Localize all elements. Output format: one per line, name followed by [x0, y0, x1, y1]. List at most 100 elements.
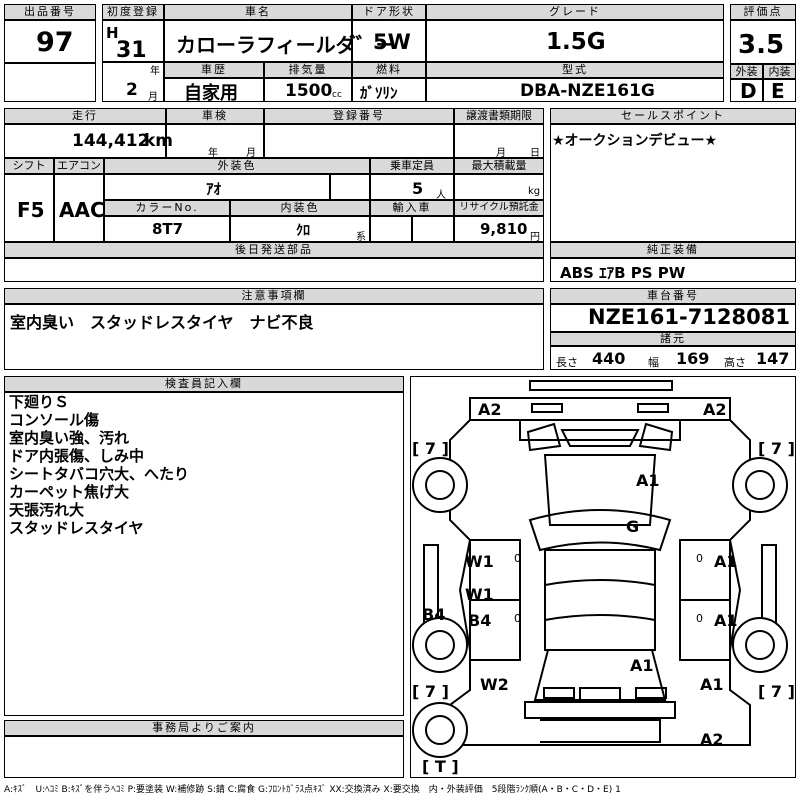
car-name-box — [164, 20, 352, 62]
mark-tire-rear-right: [ 7 ] — [758, 682, 795, 701]
first-registration-month-box — [102, 62, 164, 102]
header-transfer-deadline: 譲渡書類期限 — [454, 108, 544, 124]
inspector-notes-list: 下廻りＳ コンソール傷 室内臭い強、汚れ ドア内張傷、しみ中 シートタバコ穴大、… — [9, 393, 189, 537]
spec-height: 147 — [756, 349, 790, 368]
lot-number: 97 — [36, 27, 74, 58]
svg-text:0: 0 — [514, 552, 521, 565]
header-specs: 諸元 — [550, 332, 796, 346]
genuine-equipment: ABS ｴｱB PS PW — [560, 264, 686, 282]
import-box-b — [412, 216, 454, 242]
score-box — [730, 20, 796, 64]
vehicle-history: 自家用 — [184, 83, 238, 104]
spec-height-label: 高さ — [724, 356, 746, 369]
exterior-score-box — [730, 79, 763, 102]
import-box-a — [370, 216, 412, 242]
transfer-deadline-box — [454, 124, 544, 158]
interior-color-unit: 系 — [356, 232, 366, 243]
header-office-notice: 事務局よりご案内 — [4, 720, 404, 736]
car-name: カローラフィールダ゛ー — [176, 33, 396, 57]
notes-box — [4, 304, 544, 370]
header-recycle-deposit: リサイクル預託金 — [454, 200, 544, 216]
header-selling-points: セールスポイント — [550, 108, 796, 124]
header-inspection: 車検 — [166, 108, 264, 124]
inspector-note: シートタバコ穴大、へたり — [9, 465, 190, 483]
inspector-note: ドア内張傷、しみ中 — [9, 447, 145, 465]
passenger-capacity-unit: 人 — [436, 190, 446, 201]
mileage-unit: km — [144, 131, 174, 151]
inspector-note: 天張汚れ大 — [9, 501, 85, 519]
mark-tire-front-left: [ 7 ] — [412, 439, 449, 458]
header-lot-number: 出品番号 — [4, 4, 96, 20]
spec-width-label: 幅 — [648, 356, 659, 369]
header-first-registration: 初度登録 — [102, 4, 164, 20]
header-inspector-notes: 検査員記入欄 — [4, 376, 404, 392]
fuel-box — [352, 78, 426, 102]
spec-width: 169 — [676, 349, 710, 368]
displacement-box — [264, 78, 352, 102]
inspection-year-unit: 年 — [208, 148, 218, 159]
office-notice-box — [4, 736, 404, 778]
chassis-number-box — [550, 304, 796, 332]
mark-w2-rear-left: W2 — [480, 675, 509, 694]
capacity-box — [370, 174, 454, 200]
header-aircon: エアコン — [54, 158, 104, 174]
mileage: 144,412 — [72, 131, 150, 151]
inspector-note: コンソール傷 — [9, 411, 100, 429]
exterior-color-box — [104, 174, 330, 200]
max-load-box — [454, 174, 544, 200]
damage-legend: A:ｷｽﾞ U:ﾍｺﾐ B:ｷｽﾞを伴うﾍｺﾐ P:要塗装 W:補修跡 S:錆 … — [4, 785, 621, 795]
mark-b4-rear-door: B4 — [468, 611, 491, 630]
first-registration-year: 31 — [116, 38, 147, 63]
shift: F5 — [17, 198, 45, 222]
header-shift: シフト — [4, 158, 54, 174]
header-car-name: 車名 — [164, 4, 352, 20]
header-door-type: ドア形状 — [352, 4, 426, 20]
damage-diagram-frame — [410, 376, 796, 778]
chassis-number: NZE161-7128081 — [588, 305, 790, 329]
history-box — [164, 78, 264, 102]
header-registration-number: 登録番号 — [264, 108, 454, 124]
header-mileage: 走行 — [4, 108, 166, 124]
later-parts-box — [4, 258, 544, 282]
header-vehicle-history: 車歴 — [164, 62, 264, 78]
color-number: 8T7 — [152, 220, 184, 238]
passenger-capacity: 5 — [412, 179, 424, 198]
mark-tire-rear-left: [ 7 ] — [412, 682, 449, 701]
displacement-unit: cc — [332, 90, 342, 100]
mark-w1-front-door: W1 — [465, 552, 494, 571]
exterior-score: D — [740, 79, 757, 103]
inspector-note: 下廻りＳ — [9, 393, 70, 411]
first-registration-month-unit: 月 — [148, 92, 158, 103]
exterior-color-sub-box — [330, 174, 370, 200]
spec-length-label: 長さ — [556, 356, 578, 369]
mark-w1-rear-door: W1 — [465, 585, 494, 604]
inspection-box — [166, 124, 264, 158]
mark-b4-sill: B4 — [422, 605, 445, 624]
mark-g-glass: G — [626, 517, 639, 536]
header-notes: 注意事項欄 — [4, 288, 544, 304]
recycle-deposit-box — [454, 216, 544, 242]
door-type: 5W — [373, 30, 411, 54]
mark-a1-rear: A1 — [630, 656, 654, 675]
displacement: 1500 — [285, 81, 333, 101]
mark-a2-rear: A2 — [700, 730, 724, 749]
registration-number-box — [264, 124, 454, 158]
header-fuel: 燃料 — [352, 62, 426, 78]
header-color-number: カラーNo. — [104, 200, 230, 216]
aircon-box — [54, 174, 104, 242]
mark-a1-front-door: A1 — [714, 552, 738, 571]
grade: 1.5G — [546, 29, 606, 55]
mark-a2-front-right: A2 — [703, 400, 727, 419]
interior-color: ｸﾛ — [296, 223, 310, 239]
header-displacement: 排気量 — [264, 62, 352, 78]
recycle-deposit-unit: 円 — [530, 232, 540, 243]
shift-box — [4, 174, 54, 242]
genuine-equipment-box — [550, 258, 796, 282]
header-exterior: 外装 — [730, 64, 763, 79]
inspector-notes-box — [4, 392, 404, 716]
lot-number-box — [4, 20, 96, 64]
header-model-code: 型式 — [426, 62, 724, 78]
header-grade: グレード — [426, 4, 724, 20]
svg-text:0: 0 — [696, 612, 703, 625]
inspector-note: スタッドレスタイヤ — [9, 519, 144, 537]
